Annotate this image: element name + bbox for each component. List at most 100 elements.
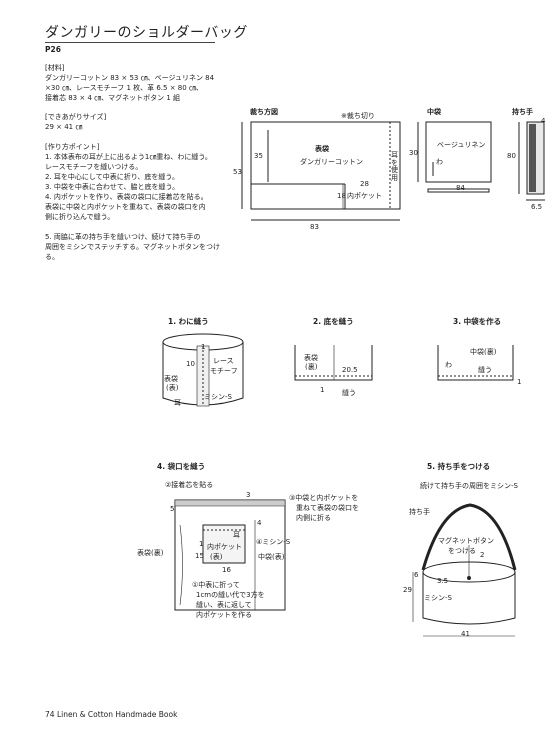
- step3-diagram: [437, 345, 514, 381]
- bag-body: [422, 572, 516, 625]
- step1-selvage: 耳: [174, 399, 181, 407]
- handle-dim-h: 80: [507, 152, 516, 160]
- step5-n29: 29: [403, 586, 412, 594]
- step1-diagram: [162, 333, 244, 407]
- lining-fold: わ: [436, 158, 443, 166]
- step4-diagram: [174, 499, 286, 611]
- handle-fill: [529, 124, 536, 192]
- step5-n6: 6: [414, 571, 419, 579]
- step5-a1: 続けて持ち手の周囲をミシン-S: [420, 482, 518, 490]
- step1-outer-side: (表): [166, 384, 179, 392]
- page-ref: P26: [45, 45, 61, 54]
- lining-title: 中袋: [427, 108, 441, 116]
- instructions-heading: [作り方ポイント]: [45, 143, 100, 151]
- handle-dim-4: 4: [541, 117, 546, 125]
- step1-n1: 1: [201, 343, 206, 351]
- step4-n4: 4: [257, 519, 262, 527]
- step4-note4: 内ポケットを作る: [196, 611, 252, 619]
- step4-a1: ②接着芯を貼る: [165, 481, 214, 489]
- footer-book-title: Linen & Cotton Handmade Book: [56, 710, 178, 719]
- step5-magnet: マグネットボタン: [438, 537, 494, 545]
- lining-dim-w: 84: [456, 184, 465, 192]
- footer-page-number: 74: [45, 710, 55, 719]
- handle-strap: [421, 503, 517, 571]
- step4-outer: 表袋(裏): [137, 549, 164, 557]
- lining-fabric: ベージュリネン: [437, 141, 486, 149]
- cutting-title: 裁ち方図: [250, 108, 278, 116]
- cutting-diagram: [241, 121, 545, 221]
- lining-rect: [425, 121, 492, 183]
- instr-line-2: レースモチーフを縫いつける。: [45, 163, 143, 171]
- step5-n2: 2: [480, 551, 485, 559]
- step1-outer: 表袋: [164, 375, 178, 383]
- step1-lace: レース: [213, 357, 234, 365]
- instr-line-4: 3. 中袋を中表に合わせて、脇と底を縫う。: [45, 183, 180, 191]
- instr-line-8: 5. 両脇に革の持ち手を縫いつけ、続けて持ち手の: [45, 233, 201, 241]
- outer-label: 表袋: [315, 145, 329, 153]
- materials-line-3: 接着芯 83 × 4 ㎝、マグネットボタン 1 組: [45, 94, 181, 102]
- step1-n10: 10: [186, 360, 195, 368]
- interfacing: [174, 499, 286, 507]
- page-title: ダンガリーのショルダーバッグ: [45, 25, 248, 41]
- dim-18: 18: [337, 192, 346, 200]
- dim-35: 35: [254, 152, 263, 160]
- step2-diagram: [294, 345, 373, 381]
- step4-a2: ③中袋と内ポケットを: [289, 494, 359, 502]
- pocket-label: 内ポケット: [347, 192, 382, 200]
- step5-handle: 持ち手: [409, 508, 430, 516]
- magnet-button: [467, 576, 471, 580]
- materials-heading: [材料]: [45, 64, 65, 72]
- instr-line-5: 4. 内ポケットを作り、表袋の袋口に接着芯を貼る。: [45, 193, 208, 201]
- inner-pocket: [202, 524, 246, 564]
- step2-n1: 1: [320, 386, 325, 394]
- step4-pocket-side: (表): [210, 553, 223, 561]
- step3-sew: 縫う: [478, 366, 492, 374]
- title-rule: [45, 42, 215, 43]
- materials-line-1: ダンガリーコットン 83 × 53 ㎝、ベージュリネン 84: [45, 74, 215, 82]
- dim-53: 53: [233, 168, 242, 176]
- lining-dim-84: [427, 188, 490, 193]
- step5-n35: 3.5: [437, 577, 449, 585]
- step5-n41: 41: [461, 630, 470, 638]
- step4-lining: 中袋(表): [258, 553, 285, 561]
- lining-dim-h: 30: [409, 149, 418, 157]
- step1-motif: モチーフ: [210, 367, 238, 375]
- instr-line-3: 2. 耳を中心にして中表に折り、底を縫う。: [45, 173, 179, 181]
- step4-pocket: 内ポケット: [207, 543, 242, 551]
- instr-line-6: 表袋に中袋と内ポケットを重ねて、表袋の袋口を内: [45, 203, 206, 211]
- step3-title: 3. 中袋を作る: [453, 317, 502, 326]
- footer: 74 Linen & Cotton Handmade Book: [45, 710, 177, 720]
- step3-n1: 1: [517, 378, 522, 386]
- step4-note3: 縫い、表に返して: [196, 601, 252, 609]
- step5-magnet2: をつける: [448, 547, 476, 555]
- step4-n16: 16: [222, 566, 231, 574]
- step5-diagram: [412, 503, 517, 637]
- selvage-label: 耳を使用: [391, 151, 398, 183]
- instr-line-7: 側に折り込んで縫う。: [45, 213, 115, 221]
- step2-outer: 表袋: [304, 354, 318, 362]
- size-value: 29 × 41 ㎝: [45, 123, 83, 131]
- step5-machine: ミシン-S: [424, 594, 452, 602]
- step4-title: 4. 袋口を縫う: [157, 462, 206, 471]
- step4-n3: 3: [246, 491, 251, 499]
- handle-title: 持ち手: [512, 108, 533, 116]
- step4-machine: ④ミシン-S: [256, 538, 291, 546]
- step4-selvage: 耳: [233, 531, 240, 539]
- step4-a2c: 内側に折る: [296, 514, 331, 522]
- size-heading: [できあがりサイズ]: [45, 113, 107, 121]
- step2-title: 2. 底を縫う: [313, 317, 354, 326]
- dim-28: 28: [360, 180, 369, 188]
- step2-n205: 20.5: [342, 366, 358, 374]
- step2-sew: 縫う: [342, 389, 356, 397]
- step4-note2: 1cmの縫い代で3方を: [196, 591, 265, 599]
- handle-dim-w: 6.5: [531, 203, 543, 211]
- step4-n1: 1: [199, 540, 204, 548]
- step4-n15: 15: [195, 552, 204, 560]
- cutting-note: ※裁ち切り: [341, 112, 375, 120]
- instr-line-10: る。: [45, 253, 59, 261]
- materials-line-2: ×30 ㎝、レースモチーフ 1 枚、革 6.5 × 80 ㎝、: [45, 84, 203, 92]
- step1-machine: ミシン-S: [204, 393, 232, 401]
- fabric-label: ダンガリーコットン: [300, 158, 363, 166]
- step3-lining: 中袋(裏): [470, 348, 497, 356]
- fold-curve: [179, 524, 183, 606]
